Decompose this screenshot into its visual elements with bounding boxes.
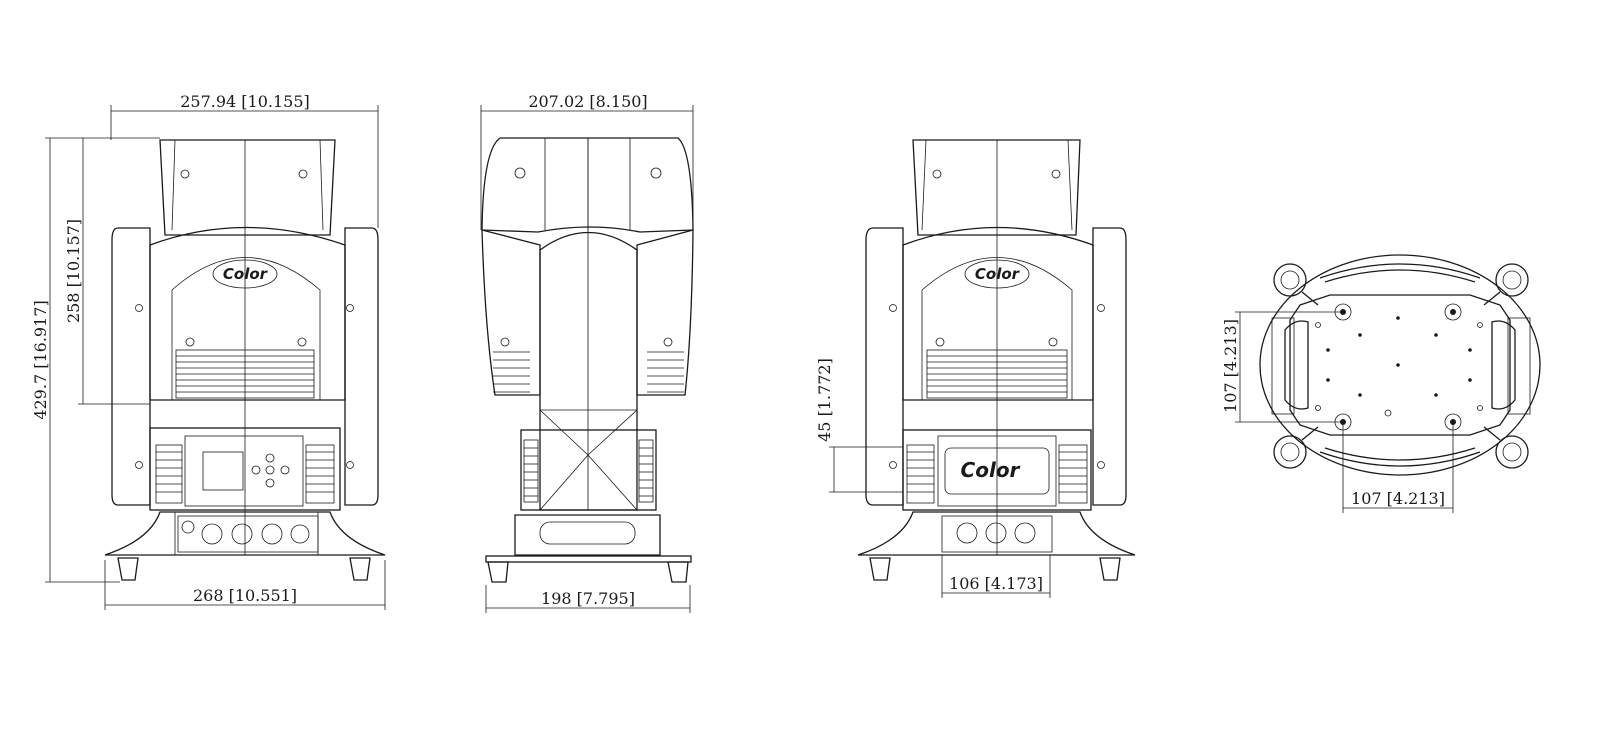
front-yoke-left — [111, 227, 151, 506]
front-control-panel — [184, 435, 304, 507]
side-head-right — [636, 229, 694, 396]
front-display — [202, 451, 244, 491]
rear-head-body — [902, 226, 1094, 401]
base-feet — [1273, 263, 1529, 469]
rear-dmx-out — [985, 522, 1007, 544]
base-handle-right — [1491, 320, 1516, 410]
side-dim-top: 207.02 [8.150] — [528, 92, 647, 111]
front-dmx-in — [231, 523, 253, 545]
front-view: Color — [31, 92, 386, 610]
side-lower-body — [520, 429, 657, 511]
front-dim-top: 257.94 [10.155] — [180, 92, 310, 111]
side-yoke — [539, 231, 638, 511]
base-dim-bottom: 107 [4.213] — [1351, 489, 1445, 508]
front-dim-bottom: 268 [10.551] — [193, 586, 297, 605]
side-view: 207.02 [8.150] 198 [7.795] — [480, 92, 694, 613]
rear-yoke-left — [865, 227, 904, 506]
front-yoke-right — [344, 227, 379, 506]
base-dim-left: 107 [4.213] — [1221, 319, 1240, 413]
base-mount-holes — [1334, 303, 1462, 431]
front-head-body — [149, 226, 346, 401]
side-head-left — [481, 229, 541, 396]
rear-logo-panel-text: Color — [961, 458, 1021, 482]
rear-dim-bottom: 106 [4.173] — [949, 574, 1043, 593]
side-head-top — [481, 137, 694, 233]
rear-view: Color Color — [815, 139, 1136, 598]
rear-dim-left: 45 [1.772] — [815, 358, 834, 442]
rear-base — [857, 511, 1136, 556]
front-side-vents — [155, 444, 335, 504]
rear-head-top — [912, 139, 1081, 236]
front-logo: Color — [223, 265, 269, 283]
base-handle-left — [1284, 320, 1309, 410]
front-dim-left-inner: 258 [10.157] — [64, 219, 83, 323]
side-handle — [539, 521, 636, 545]
rear-logo-head: Color — [975, 265, 1021, 283]
side-dim-bottom: 198 [7.795] — [541, 589, 635, 608]
side-base — [514, 514, 661, 556]
base-view: 107 [4.213] 107 [4.213] — [1221, 254, 1541, 513]
front-dim-left-outer: 429.7 [16.917] — [31, 300, 50, 419]
base-plate — [1289, 294, 1511, 436]
front-head-top — [159, 139, 336, 236]
rear-dmx-in — [956, 522, 978, 544]
front-power-connector — [201, 523, 223, 545]
rear-power-connector — [1014, 522, 1036, 544]
front-dmx-out — [261, 523, 283, 545]
front-base — [104, 511, 386, 556]
rear-yoke-right — [1092, 227, 1127, 506]
